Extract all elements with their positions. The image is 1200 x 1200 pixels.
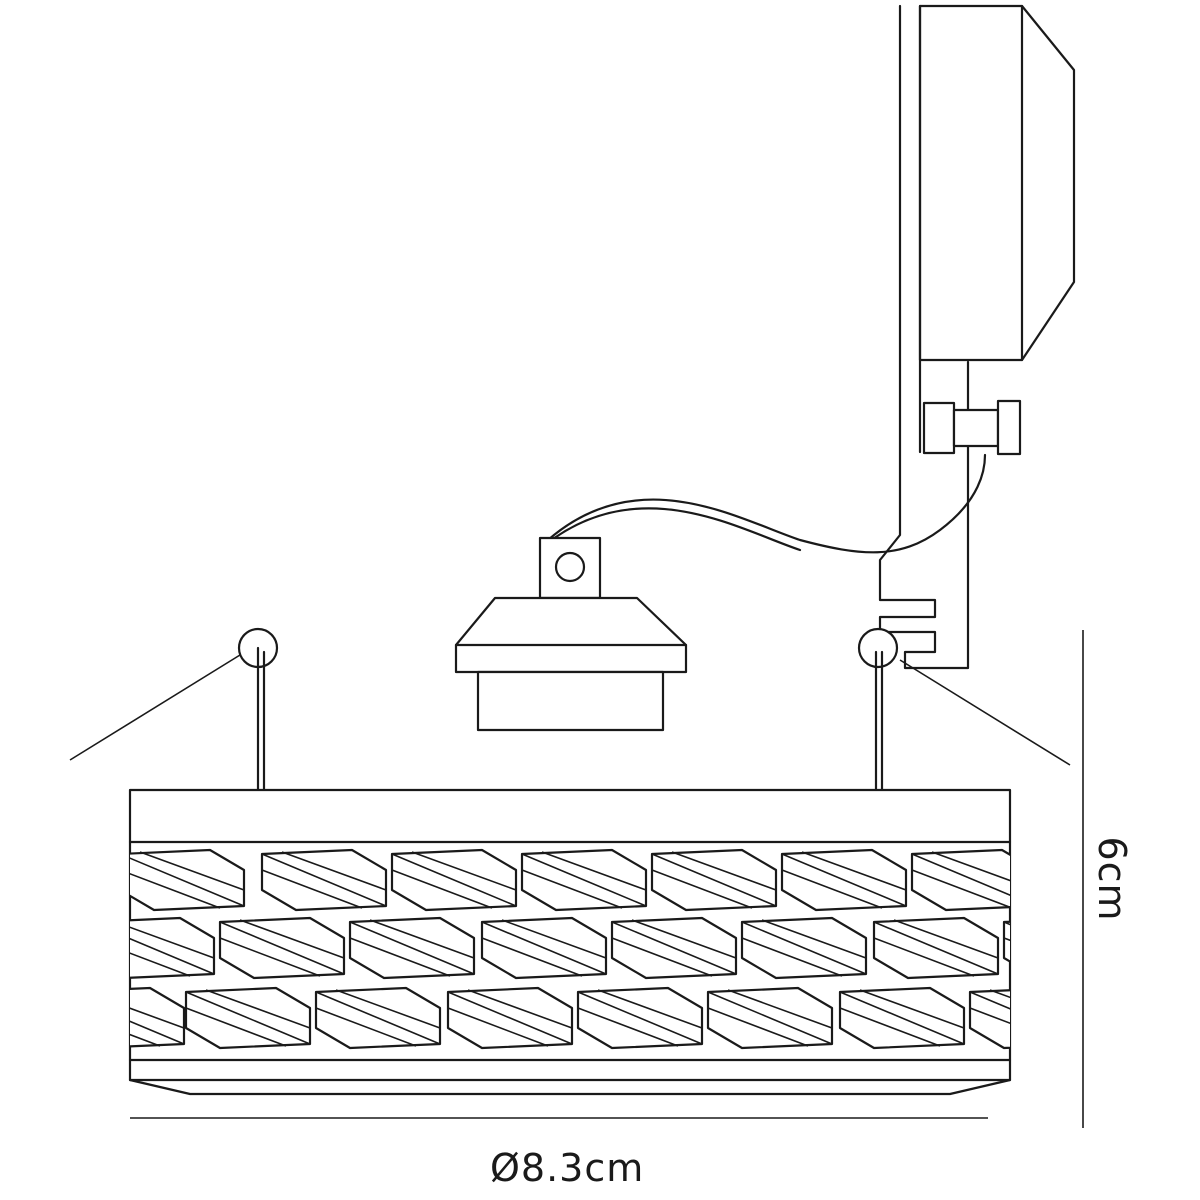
width-dimension-label: Ø8.3cm xyxy=(490,1146,645,1190)
lamp-socket xyxy=(454,453,987,732)
spring-clips xyxy=(69,627,1071,792)
height-dimension-label: 6cm xyxy=(1090,836,1134,922)
crystal-facets xyxy=(130,848,1010,1050)
mounting-bracket xyxy=(878,4,1076,670)
